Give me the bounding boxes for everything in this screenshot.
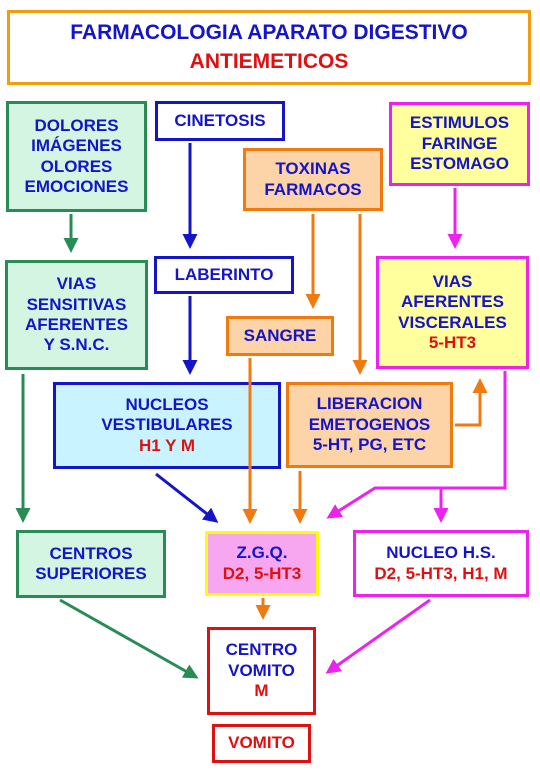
node-vias-sensitivas-line: Y S.N.C. [43, 335, 110, 355]
node-centros-superiores-line: CENTROS [49, 543, 133, 563]
node-toxinas-line: FARMACOS [264, 179, 362, 199]
node-vias-sensitivas-line: AFERENTES [25, 315, 128, 334]
node-nucleo-hs-receptors: D2, 5-HT3, H1, M [374, 563, 508, 583]
node-cinetosis-label: CINETOSIS [174, 110, 266, 130]
node-vias-aferentes-receptors: 5-HT3 [428, 332, 477, 352]
node-toxinas: TOXINAS FARMACOS [243, 148, 383, 211]
node-nucleos-vestibulares-receptors: H1 Y M [138, 435, 196, 455]
arrow-centros-superiores-to-centro-vomito [59, 598, 199, 679]
node-vias-aferentes: VIAS AFERENTES VISCERALES 5-HT3 [376, 256, 529, 369]
node-cinetosis: CINETOSIS [155, 101, 285, 141]
node-vias-sensitivas-line: VIAS [56, 274, 97, 294]
node-zgq-receptors: D2, 5-HT3 [222, 563, 302, 583]
node-centro-vomito-receptors: M [254, 681, 269, 701]
node-sangre: SANGRE [226, 316, 334, 356]
arrow-nucleos-to-zgq [155, 472, 219, 523]
node-liberacion: LIBERACION EMETOGENOS 5-HT, PG, ETC [286, 382, 453, 468]
node-centro-vomito: CENTRO VOMITO M [207, 627, 316, 715]
node-zgq-label: Z.G.Q. [236, 543, 288, 563]
node-liberacion-line: 5-HT, PG, ETC [312, 435, 427, 455]
node-centros-superiores: CENTROS SUPERIORES [16, 530, 166, 598]
node-liberacion-line: EMETOGENOS [308, 414, 431, 434]
node-vias-aferentes-line: VIAS [432, 271, 473, 291]
node-centro-vomito-line: CENTRO [225, 640, 298, 660]
node-estimulos-line: ESTIMULOS [409, 113, 510, 133]
arrow-nucleo-hs-to-centro-vomito [325, 598, 431, 674]
node-estimulos-line: FARINGE [421, 133, 498, 153]
node-vias-sensitivas-line: SENSITIVAS [26, 294, 127, 314]
node-estimulos-line: ESTOMAGO [410, 154, 509, 174]
node-centros-superiores-line: SUPERIORES [35, 564, 147, 583]
title-line-1: FARMACOLOGIA APARATO DIGESTIVO [70, 21, 468, 45]
diagram-title: FARMACOLOGIA APARATO DIGESTIVO ANTIEMETI… [7, 10, 531, 85]
node-dolores-line: DOLORES [34, 115, 119, 135]
node-nucleo-hs-label: NUCLEO H.S. [386, 543, 496, 563]
node-dolores-line: OLORES [40, 156, 113, 176]
node-sangre-label: SANGRE [243, 325, 317, 345]
node-liberacion-line: LIBERACION [316, 394, 423, 414]
node-centro-vomito-line: VOMITO [228, 660, 295, 680]
node-laberinto-label: LABERINTO [174, 264, 274, 284]
node-toxinas-line: TOXINAS [275, 159, 351, 179]
node-vomito: VOMITO [212, 724, 311, 763]
node-nucleos-vestibulares: NUCLEOS VESTIBULARES H1 Y M [53, 382, 281, 469]
node-nucleo-hs: NUCLEO H.S. D2, 5-HT3, H1, M [353, 530, 529, 597]
title-line-2: ANTIEMETICOS [189, 49, 349, 73]
node-nucleos-vestibulares-line: NUCLEOS [125, 394, 209, 414]
node-vomito-label: VOMITO [228, 733, 295, 753]
arrow-liberacion-to-vias-aferentes [455, 378, 488, 427]
node-estimulos: ESTIMULOS FARINGE ESTOMAGO [389, 102, 530, 186]
node-laberinto: LABERINTO [154, 256, 294, 294]
node-dolores-line: IMÁGENES [31, 136, 122, 156]
node-vias-aferentes-line: AFERENTES [401, 292, 504, 312]
node-vias-sensitivas: VIAS SENSITIVAS AFERENTES Y S.N.C. [5, 260, 148, 370]
node-zgq: Z.G.Q. D2, 5-HT3 [205, 531, 319, 596]
node-nucleos-vestibulares-line: VESTIBULARES [101, 415, 233, 435]
node-vias-aferentes-line: VISCERALES [398, 312, 507, 332]
node-dolores-line: EMOCIONES [24, 176, 129, 196]
node-dolores: DOLORES IMÁGENES OLORES EMOCIONES [6, 101, 147, 212]
